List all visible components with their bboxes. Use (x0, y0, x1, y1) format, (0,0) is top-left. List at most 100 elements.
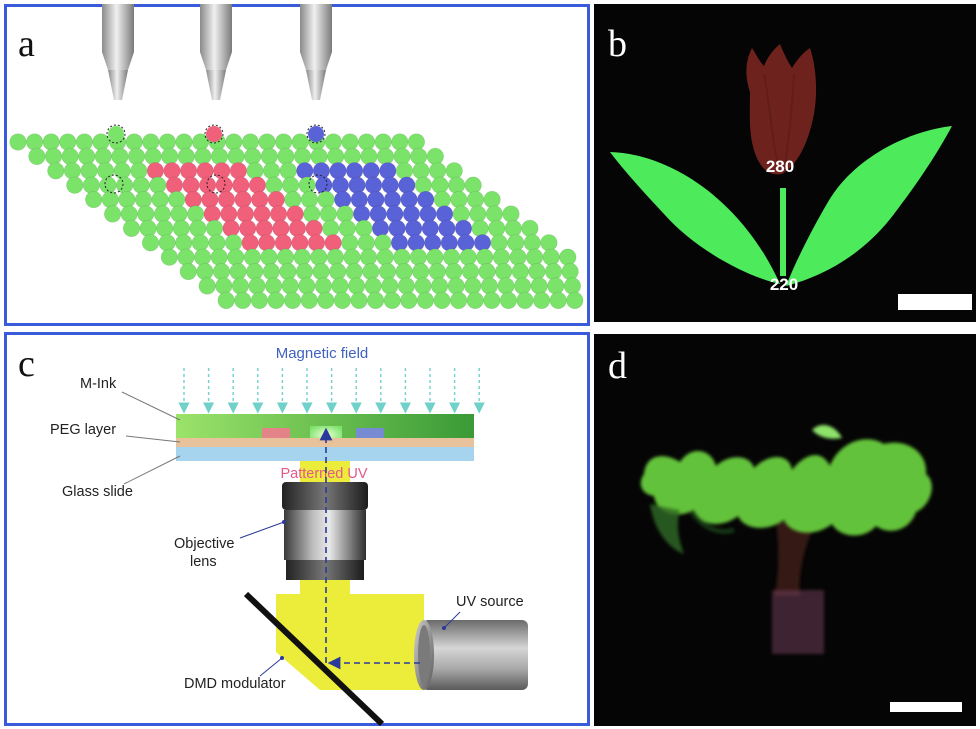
sphere (310, 147, 328, 165)
panel-a-canvas: a (4, 4, 590, 326)
panel-a: a (4, 4, 590, 326)
sphere (431, 176, 449, 194)
sphere (263, 162, 281, 180)
sphere (227, 248, 245, 266)
sphere (246, 263, 264, 281)
uv-source (414, 620, 528, 690)
sphere (222, 219, 240, 237)
sphere (362, 162, 380, 180)
sphere (378, 263, 397, 281)
sphere (360, 147, 378, 165)
sphere (25, 133, 44, 151)
sphere (118, 191, 136, 209)
sphere (258, 133, 276, 151)
sphere (393, 147, 411, 165)
sphere (241, 234, 259, 252)
sphere (312, 162, 331, 180)
sphere (495, 263, 513, 281)
sphere (532, 291, 551, 310)
scale-bar (898, 294, 972, 310)
sphere (544, 263, 563, 281)
target-spot (104, 174, 124, 194)
sphere (416, 291, 435, 310)
sphere (274, 234, 292, 252)
sphere (334, 191, 352, 209)
sphere (132, 176, 150, 194)
sphere (499, 291, 518, 310)
sphere (327, 147, 345, 165)
sphere (497, 277, 515, 295)
sphere (452, 205, 470, 223)
sphere (516, 291, 534, 310)
sphere (298, 277, 316, 295)
sphere (329, 162, 347, 180)
sphere (346, 162, 364, 180)
sphere (386, 205, 404, 223)
sphere (336, 205, 354, 223)
sphere (59, 133, 77, 151)
sphere (194, 147, 212, 165)
sphere (507, 234, 525, 252)
sphere (307, 234, 326, 252)
sphere (300, 291, 318, 310)
sphere (331, 176, 350, 194)
sphere (189, 219, 207, 237)
sphere (170, 205, 188, 223)
sphere (433, 191, 451, 209)
sphere (234, 291, 252, 310)
sphere (149, 176, 167, 194)
sphere (426, 147, 444, 165)
sphere (260, 248, 278, 266)
sphere (75, 133, 93, 151)
sphere (210, 248, 228, 266)
sphere (329, 263, 347, 281)
sphere (412, 263, 430, 281)
sphere (448, 176, 466, 194)
panel-b-canvas: b 280 220 (594, 4, 976, 322)
sphere (303, 205, 321, 223)
sphere (156, 219, 174, 237)
tree-base (772, 590, 824, 654)
sphere (419, 205, 437, 223)
sphere (265, 277, 283, 295)
sphere (530, 277, 548, 295)
glass-slide (176, 447, 474, 461)
sphere (300, 191, 319, 209)
sphere (405, 219, 423, 237)
sphere (461, 263, 480, 281)
sphere (203, 205, 221, 223)
sphere (291, 234, 309, 252)
sphere (348, 176, 366, 194)
sphere (187, 205, 205, 223)
sphere (139, 219, 157, 237)
dmd-modulator-label: DMD modulator (184, 676, 286, 692)
sphere (296, 162, 314, 180)
sphere (331, 277, 349, 295)
scale-bar (890, 702, 962, 712)
sphere (383, 291, 401, 310)
sphere (315, 176, 333, 194)
sphere (232, 176, 250, 194)
sphere (224, 234, 243, 252)
sphere (426, 248, 444, 266)
sphere (490, 234, 508, 252)
sphere (383, 191, 402, 209)
sphere (267, 291, 285, 310)
sphere (429, 162, 447, 180)
sphere (229, 162, 247, 180)
sphere (540, 234, 558, 252)
sphere (398, 176, 416, 194)
sphere (485, 205, 504, 223)
sphere (466, 291, 484, 310)
sphere (345, 263, 363, 281)
m-ink-label: M-Ink (80, 376, 117, 392)
uv-source-label: UV source (456, 594, 524, 610)
sphere (395, 263, 413, 281)
sphere (279, 162, 297, 180)
sphere (212, 263, 231, 281)
sphere (66, 176, 84, 194)
sphere (275, 133, 293, 151)
sphere (272, 219, 290, 237)
sphere (563, 277, 582, 295)
